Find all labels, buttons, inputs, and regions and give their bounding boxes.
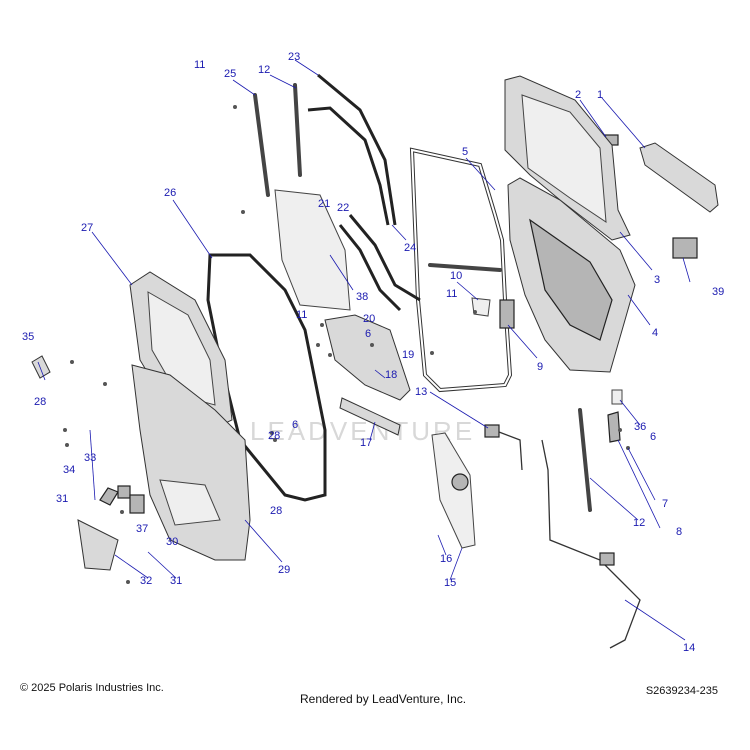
callout-9[interactable]: 9 <box>537 361 543 373</box>
part-38-door-glass[interactable] <box>274 189 351 311</box>
callout-29[interactable]: 29 <box>278 564 290 576</box>
callout-22[interactable]: 22 <box>337 202 349 214</box>
part-36-clip[interactable] <box>611 389 623 405</box>
callout-11c[interactable]: 11 <box>296 309 307 321</box>
part-23-window-channel[interactable] <box>317 73 397 226</box>
part-29-door-trim-panel[interactable] <box>131 364 251 561</box>
part-39-module[interactable] <box>672 237 698 259</box>
callout-24[interactable]: 24 <box>404 242 416 254</box>
part-5-crossbar <box>428 263 502 272</box>
part-27-window-opening <box>147 291 216 406</box>
part-30-switch[interactable] <box>117 485 131 499</box>
part-9-latch[interactable] <box>499 299 515 329</box>
callout-19[interactable]: 19 <box>402 349 414 361</box>
part-12-vertical-rod[interactable] <box>578 408 592 512</box>
part-22-seal[interactable] <box>348 214 421 302</box>
callout-31b[interactable]: 31 <box>170 575 182 587</box>
callout-3[interactable]: 3 <box>654 274 660 286</box>
callout-17[interactable]: 17 <box>360 437 372 449</box>
part-37-switch[interactable] <box>129 494 145 514</box>
fasteners <box>63 105 630 584</box>
leader-lines <box>37 59 691 641</box>
part-32-storage-pocket[interactable] <box>77 519 119 571</box>
callout-2[interactable]: 2 <box>575 89 581 101</box>
callout-6b[interactable]: 6 <box>292 419 298 431</box>
part-1-hinge-bar[interactable] <box>639 142 719 213</box>
callout-12b[interactable]: 12 <box>633 517 645 529</box>
callout-30[interactable]: 30 <box>166 536 178 548</box>
callout-14[interactable]: 14 <box>683 642 695 654</box>
callout-11a[interactable]: 11 <box>194 59 205 71</box>
callout-11b[interactable]: 11 <box>446 288 457 300</box>
callout-10[interactable]: 10 <box>450 270 462 282</box>
part-4-panel-detail <box>529 218 613 341</box>
callout-38[interactable]: 38 <box>356 291 368 303</box>
part-21-seal[interactable] <box>338 224 402 312</box>
part-13-wire <box>498 431 523 471</box>
part-14-wire-harness[interactable] <box>541 439 641 649</box>
diagram-id-text: S2639234-235 <box>645 685 718 697</box>
callout-4[interactable]: 4 <box>652 327 658 339</box>
callout-35[interactable]: 35 <box>22 331 34 343</box>
callout-26[interactable]: 26 <box>164 187 176 199</box>
callout-13[interactable]: 13 <box>415 386 427 398</box>
part-15-window-regulator[interactable] <box>431 432 476 549</box>
part-14-plug <box>599 552 615 566</box>
part-5-frame-highlight <box>410 148 512 392</box>
callouts: 1 2 3 4 5 6 6 6 7 8 9 10 11 11 11 12 12 … <box>22 51 724 654</box>
callout-7[interactable]: 7 <box>662 498 668 510</box>
part-12-window-strip[interactable] <box>293 83 302 177</box>
callout-21[interactable]: 21 <box>318 198 330 210</box>
part-15-motor <box>451 473 469 491</box>
callout-39[interactable]: 39 <box>712 286 724 298</box>
callout-37[interactable]: 37 <box>136 523 148 535</box>
copyright-text: © 2025 Polaris Industries Inc. <box>20 682 164 694</box>
callout-34[interactable]: 34 <box>63 464 75 476</box>
callout-5[interactable]: 5 <box>462 146 468 158</box>
part-35-bracket[interactable] <box>31 355 51 379</box>
callout-32[interactable]: 32 <box>140 575 152 587</box>
callout-31a[interactable]: 31 <box>56 493 68 505</box>
part-3-window-opening <box>521 94 607 223</box>
callout-12a[interactable]: 12 <box>258 64 270 76</box>
part-29-armrest <box>159 479 221 526</box>
part-17-lower-bar[interactable] <box>339 397 401 436</box>
callout-20[interactable]: 20 <box>363 313 375 325</box>
part-18-regulator-bracket[interactable] <box>324 314 411 401</box>
callout-25[interactable]: 25 <box>224 68 236 80</box>
callout-6c[interactable]: 6 <box>650 431 656 443</box>
callout-1[interactable]: 1 <box>597 89 603 101</box>
callout-36[interactable]: 36 <box>634 421 646 433</box>
callout-15[interactable]: 15 <box>444 577 456 589</box>
part-25-rod[interactable] <box>253 93 270 197</box>
part-8-latch-bracket[interactable] <box>607 411 621 443</box>
callout-27[interactable]: 27 <box>81 222 93 234</box>
part-33-handle[interactable] <box>99 487 119 506</box>
callout-16[interactable]: 16 <box>440 553 452 565</box>
callout-28b[interactable]: 28 <box>268 430 280 442</box>
callout-18[interactable]: 18 <box>385 369 397 381</box>
callout-33[interactable]: 33 <box>84 452 96 464</box>
rendered-by-text: Rendered by LeadVenture, Inc. <box>300 692 467 706</box>
callout-8[interactable]: 8 <box>676 526 682 538</box>
callout-28a[interactable]: 28 <box>34 396 46 408</box>
callout-23[interactable]: 23 <box>288 51 300 63</box>
part-13-connector[interactable] <box>484 424 500 438</box>
callout-28c[interactable]: 28 <box>270 505 282 517</box>
part-24-window-channel[interactable] <box>307 106 390 226</box>
callout-6a[interactable]: 6 <box>365 328 371 340</box>
